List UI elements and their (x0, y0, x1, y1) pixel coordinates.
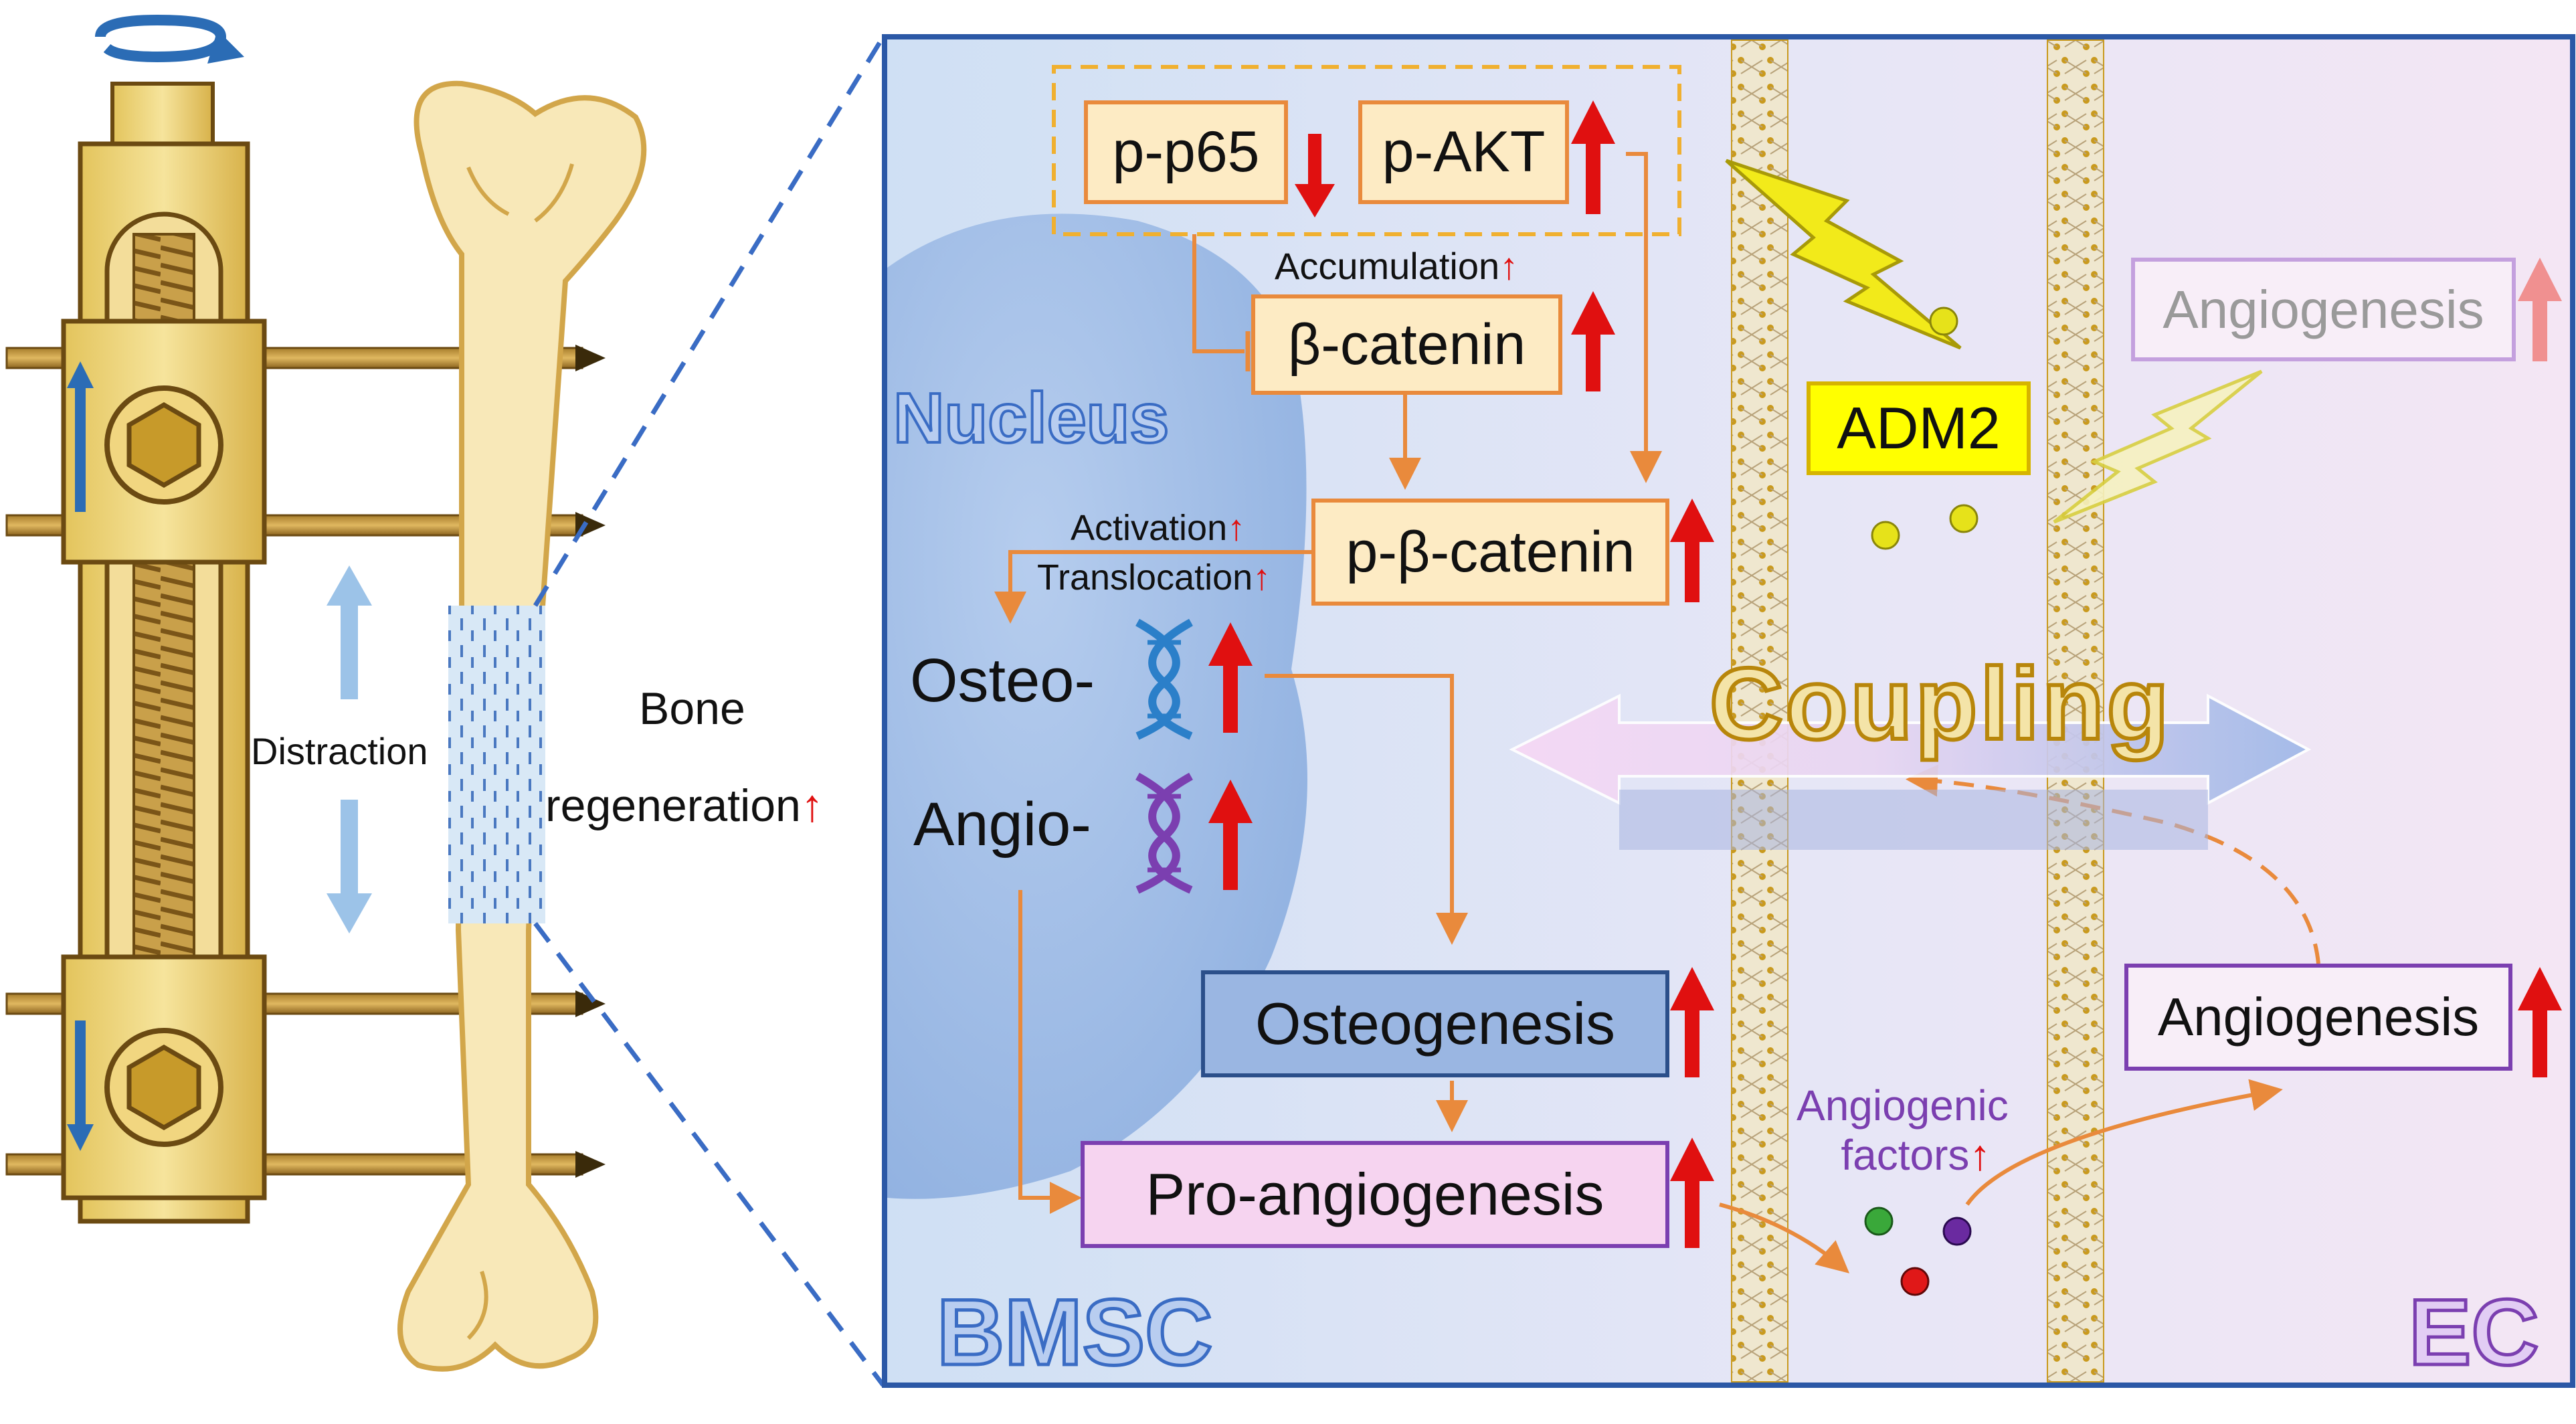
down-arrow-icon (67, 1124, 94, 1151)
nucleus (887, 213, 1307, 1199)
distraction-gap (448, 606, 545, 923)
dna-angio-icon (1135, 772, 1193, 894)
distraction-device (5, 14, 606, 1224)
faded-up-arrow-icon (2518, 258, 2562, 361)
coupling-arrow (1509, 693, 2312, 850)
coupling-label: Coupling (1708, 645, 2172, 763)
bone (397, 80, 647, 1372)
angiogenesis-faded-box: Angiogenesis (2131, 258, 2516, 361)
rotation-arrow-head-icon (207, 30, 244, 64)
p-akt-box: p-AKT (1358, 100, 1569, 204)
membrane-left (1731, 39, 1788, 1383)
lightning-bolt-icon (1725, 159, 1962, 350)
angiogenic-factors-label: Angiogenic factors↑ (1797, 1081, 2009, 1180)
activation-text: Activation (1071, 508, 1228, 548)
activation-label: Activation↑ (1071, 507, 1245, 549)
regeneration-up-icon: ↑ (800, 780, 824, 831)
zoom-line-bottom (533, 921, 885, 1387)
translocation-up-icon: ↑ (1253, 557, 1271, 598)
membrane-right (2047, 39, 2104, 1383)
dna-osteo-icon (1135, 618, 1193, 740)
red-regulation-arrows (1208, 100, 2562, 1248)
angiogenic-factor-molecules (1864, 1207, 1972, 1296)
osteo-label: Osteo- (910, 646, 1095, 715)
distraction-label: Distraction (251, 730, 428, 772)
kinase-group-outline (1052, 65, 1681, 236)
p-p65-box: p-p65 (1084, 100, 1288, 204)
nucleus-label: Nucleus (892, 377, 1170, 459)
pathway-connectors (994, 152, 2320, 1273)
angiogenic-factors-line1: Angiogenic (1797, 1081, 2009, 1130)
activation-up-icon: ↑ (1227, 508, 1246, 548)
osteogenesis-box: Osteogenesis (1201, 970, 1669, 1077)
up-arrow-icon (67, 361, 94, 388)
ec-label: EC (2407, 1278, 2540, 1387)
bmsc-label: BMSC (935, 1278, 1214, 1387)
angiogenesis-box: Angiogenesis (2124, 964, 2512, 1071)
beta-catenin-box: β-catenin (1251, 294, 1562, 395)
regeneration-text: regeneration (545, 780, 801, 831)
translocation-text: Translocation (1037, 557, 1253, 598)
distraction-arrows (327, 565, 372, 933)
bone-label: Bone (639, 683, 745, 734)
pro-angiogenesis-box: Pro-angiogenesis (1081, 1141, 1669, 1248)
adm2-box: ADM2 (1807, 381, 2031, 475)
accumulation-text: Accumulation (1275, 245, 1500, 287)
angiogenic-factors-line2: factors (1841, 1131, 1970, 1179)
adm2-molecules (1871, 306, 1979, 550)
angiogenic-factors-up-icon: ↑ (1969, 1131, 1991, 1179)
regeneration-label: regeneration↑ (545, 780, 824, 832)
accumulation-up-icon: ↑ (1499, 245, 1519, 287)
accumulation-label: Accumulation↑ (1275, 244, 1518, 288)
faded-lightning-bolt-icon (2053, 369, 2263, 524)
translocation-label: Translocation↑ (1037, 557, 1271, 598)
angio-label: Angio- (913, 790, 1091, 859)
rotation-arrow-icon (95, 14, 227, 63)
p-beta-catenin-box: p-β-catenin (1311, 499, 1669, 606)
